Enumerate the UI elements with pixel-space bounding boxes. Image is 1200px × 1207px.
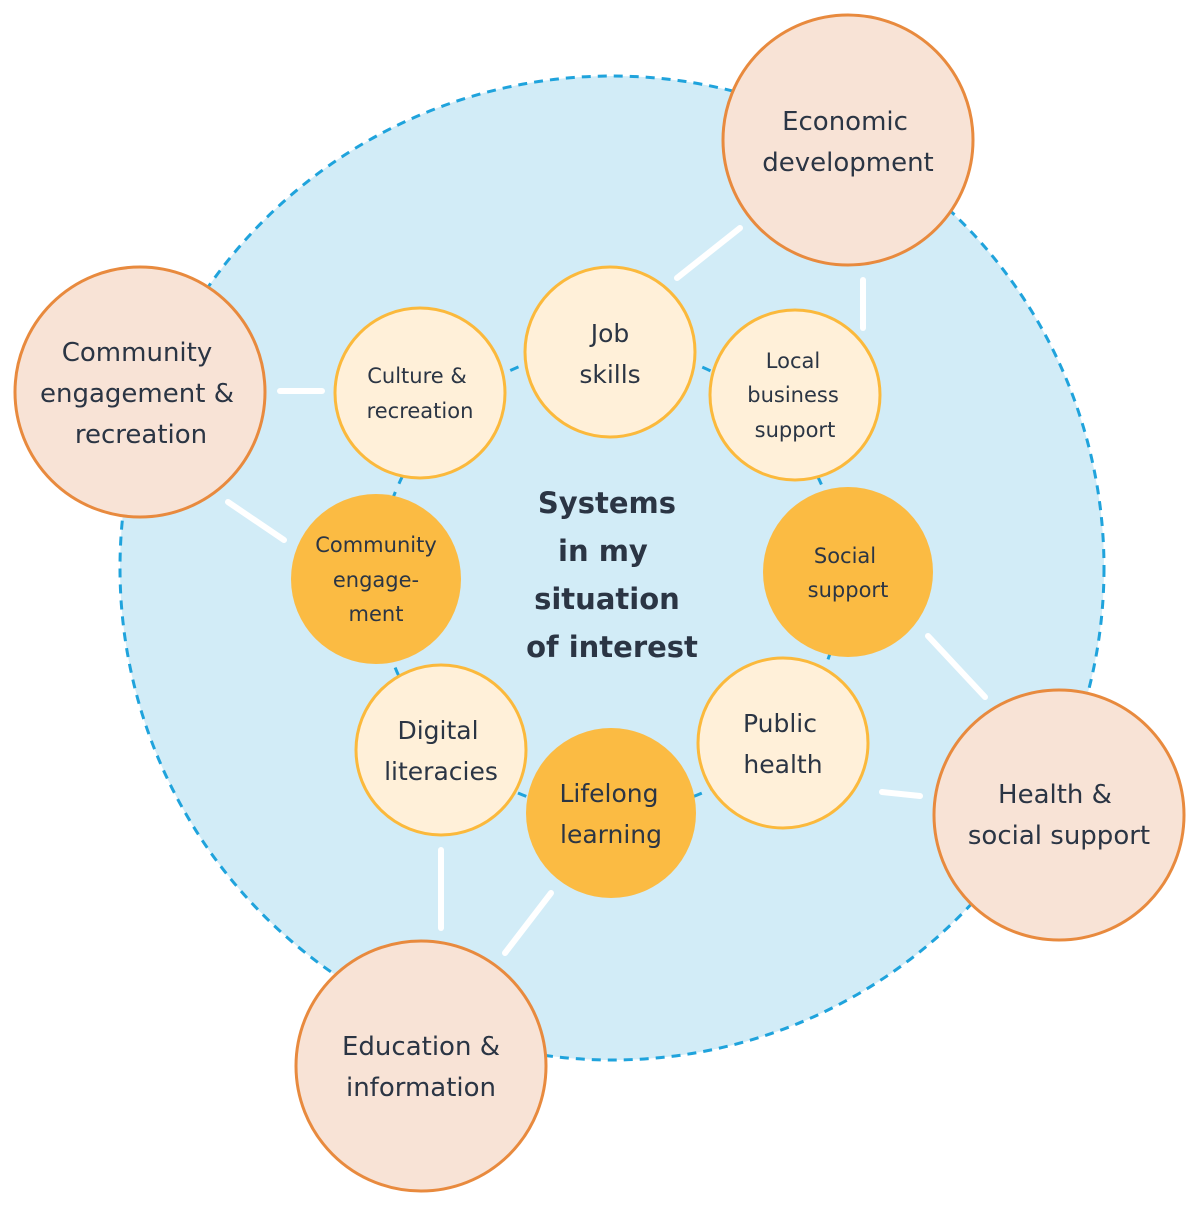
connector	[879, 789, 923, 799]
center-label: Systems in my situation of interest	[526, 486, 698, 664]
connector	[925, 633, 988, 700]
situation-boundary	[118, 74, 1106, 1062]
svg-text:Health &social support: Health &social support	[968, 780, 1150, 851]
node-health-social-support: Health &social support	[932, 688, 1186, 942]
svg-text:Culture &recreation: Culture &recreation	[367, 364, 474, 423]
connector	[502, 890, 554, 956]
node-education-information: Education &information	[294, 939, 548, 1193]
connector	[225, 499, 287, 543]
svg-text:Education &information: Education &information	[342, 1032, 500, 1103]
connectors	[225, 225, 988, 956]
connector	[674, 225, 743, 281]
node-culture-recreation: Culture &recreation	[333, 306, 507, 480]
